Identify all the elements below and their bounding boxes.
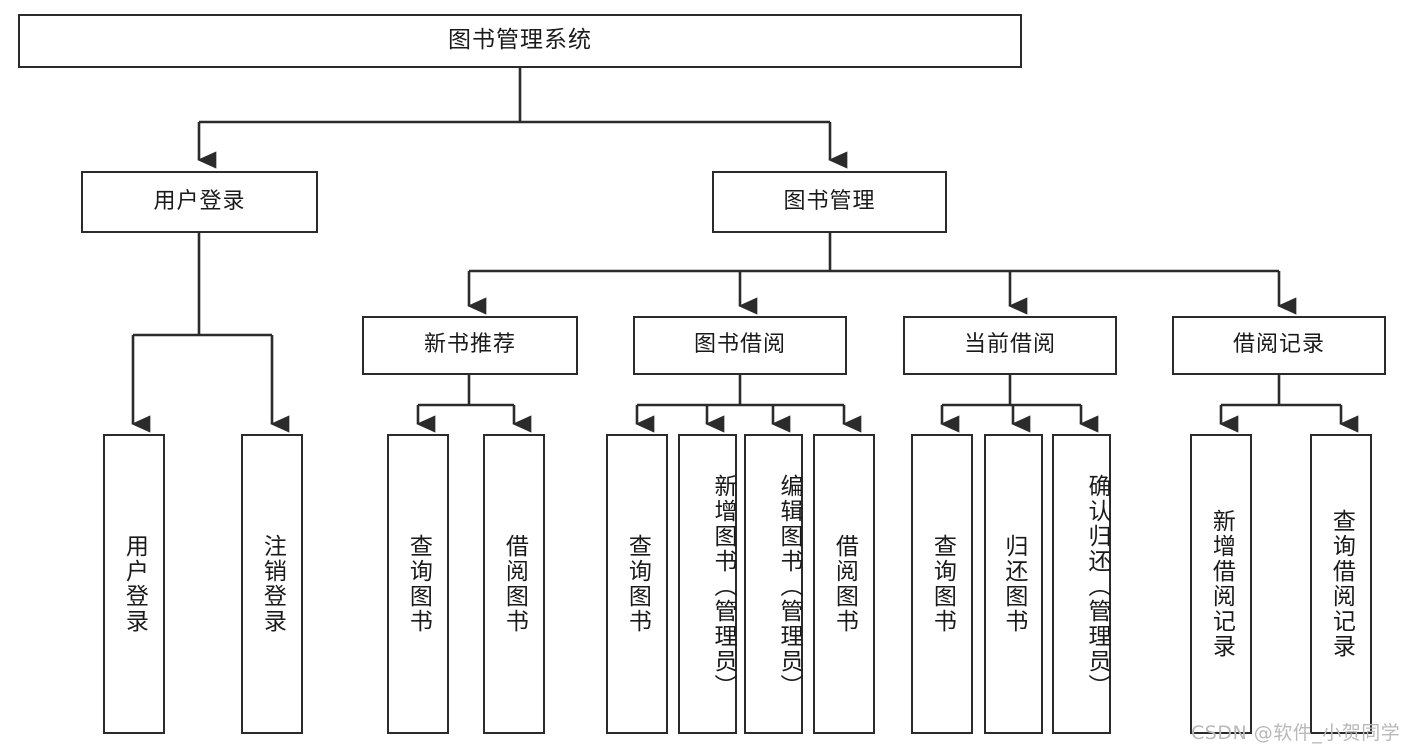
node-label: 当前借阅 [963,332,1056,358]
node-label: 编辑图书（管理员） [776,473,802,699]
leaf-add-borrow-record[interactable]: 新增借阅记录 [1190,434,1252,734]
leaf-logout[interactable]: 注销登录 [241,434,303,734]
node-label: 用户登录 [121,534,148,634]
leaf-borrow-book-recommend[interactable]: 借阅图书 [483,434,545,734]
node-label: 图书借阅 [693,332,786,358]
node-book-borrow[interactable]: 图书借阅 [633,316,847,375]
node-user-login[interactable]: 用户登录 [81,171,318,233]
node-label: 新增图书（管理员） [710,473,736,699]
leaf-query-borrow-record[interactable]: 查询借阅记录 [1310,434,1372,734]
node-current-borrow[interactable]: 当前借阅 [903,316,1117,375]
node-label: 查询图书 [929,534,956,634]
leaf-return-book[interactable]: 归还图书 [984,434,1043,734]
leaf-user-login[interactable]: 用户登录 [103,434,165,734]
node-label: 查询图书 [624,534,651,634]
node-label: 查询图书 [405,534,432,634]
leaf-query-book-borrow[interactable]: 查询图书 [606,434,668,734]
node-label: 注销登录 [259,534,286,634]
node-label: 用户登录 [153,188,246,214]
leaf-query-book-recommend[interactable]: 查询图书 [387,434,449,734]
leaf-edit-book-admin[interactable]: 编辑图书（管理员） [744,434,803,734]
node-label: 借阅记录 [1232,332,1325,358]
node-label: 借阅图书 [501,534,528,634]
node-label: 图书管理系统 [448,27,592,54]
leaf-query-book-current[interactable]: 查询图书 [911,434,973,734]
node-book-manage[interactable]: 图书管理 [712,171,947,233]
node-label: 借阅图书 [831,534,858,634]
node-borrow-record[interactable]: 借阅记录 [1172,316,1386,375]
node-label: 查询借阅记录 [1328,509,1355,659]
node-new-book-rec[interactable]: 新书推荐 [362,316,578,375]
watermark-text: CSDN @软件_小贺同学 [1191,722,1401,744]
node-label: 确认归还（管理员） [1084,473,1110,699]
node-root-system[interactable]: 图书管理系统 [18,14,1022,68]
node-label: 图书管理 [783,188,876,214]
node-label: 新增借阅记录 [1208,509,1235,659]
node-label: 新书推荐 [423,332,516,358]
leaf-add-book-admin[interactable]: 新增图书（管理员） [678,434,737,734]
leaf-confirm-return-admin[interactable]: 确认归还（管理员） [1052,434,1111,734]
leaf-borrow-book[interactable]: 借阅图书 [813,434,875,734]
node-label: 归还图书 [1000,534,1027,634]
